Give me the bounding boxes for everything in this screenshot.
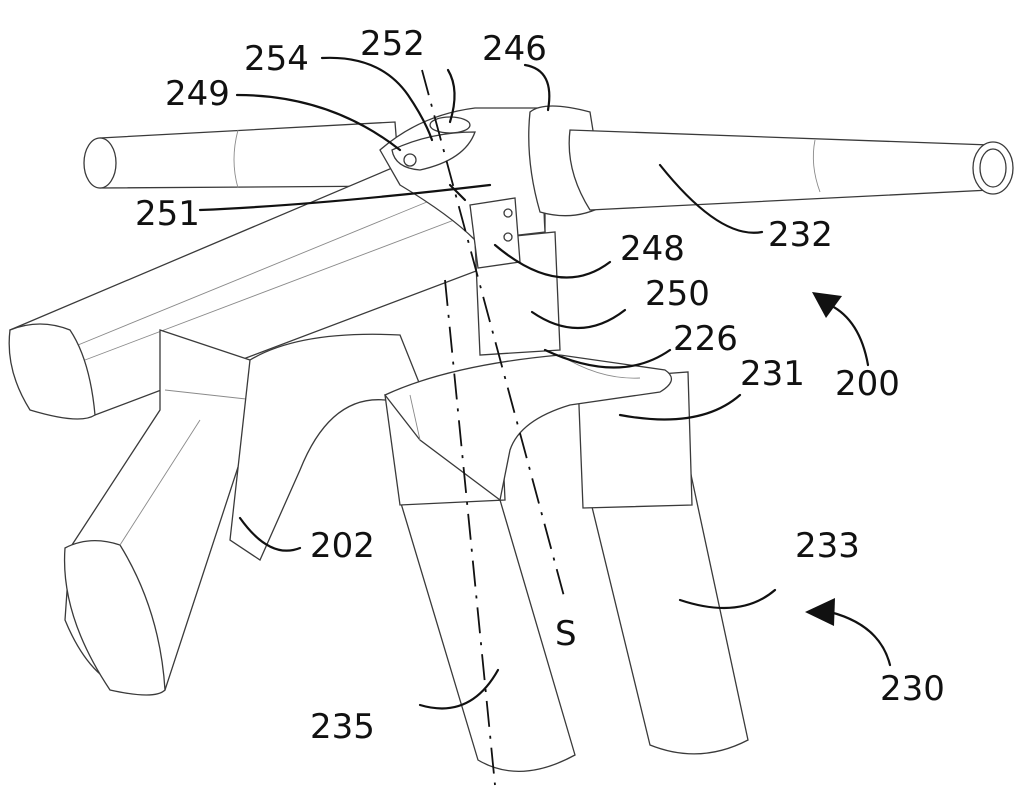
ref-246: 246 [482, 29, 547, 69]
ref-252: 252 [360, 24, 425, 64]
leader-lines [198, 56, 777, 710]
ref-S: S [555, 614, 577, 654]
ref-232: 232 [768, 215, 833, 255]
ref-200: 200 [835, 364, 900, 404]
ref-248: 248 [620, 229, 685, 269]
arrow-200 [812, 292, 870, 367]
ref-226: 226 [673, 319, 738, 359]
ref-230: 230 [880, 669, 945, 709]
steering-axis-lower [444, 279, 496, 786]
ref-250: 250 [645, 274, 710, 314]
ref-202: 202 [310, 526, 375, 566]
ref-251: 251 [135, 194, 200, 234]
ref-233: 233 [795, 526, 860, 566]
stem-body [379, 107, 556, 269]
down-tube [63, 329, 261, 696]
fork-leg-right [577, 371, 749, 755]
head-tube-connection [229, 333, 421, 561]
top-tube [8, 134, 546, 420]
ref-235: 235 [310, 707, 375, 747]
arrow-230 [805, 598, 892, 667]
handlebar-left [83, 121, 401, 189]
handlebar-right [568, 129, 1014, 211]
ref-249: 249 [165, 74, 230, 114]
ref-254: 254 [244, 39, 309, 79]
ref-231: 231 [740, 354, 805, 394]
